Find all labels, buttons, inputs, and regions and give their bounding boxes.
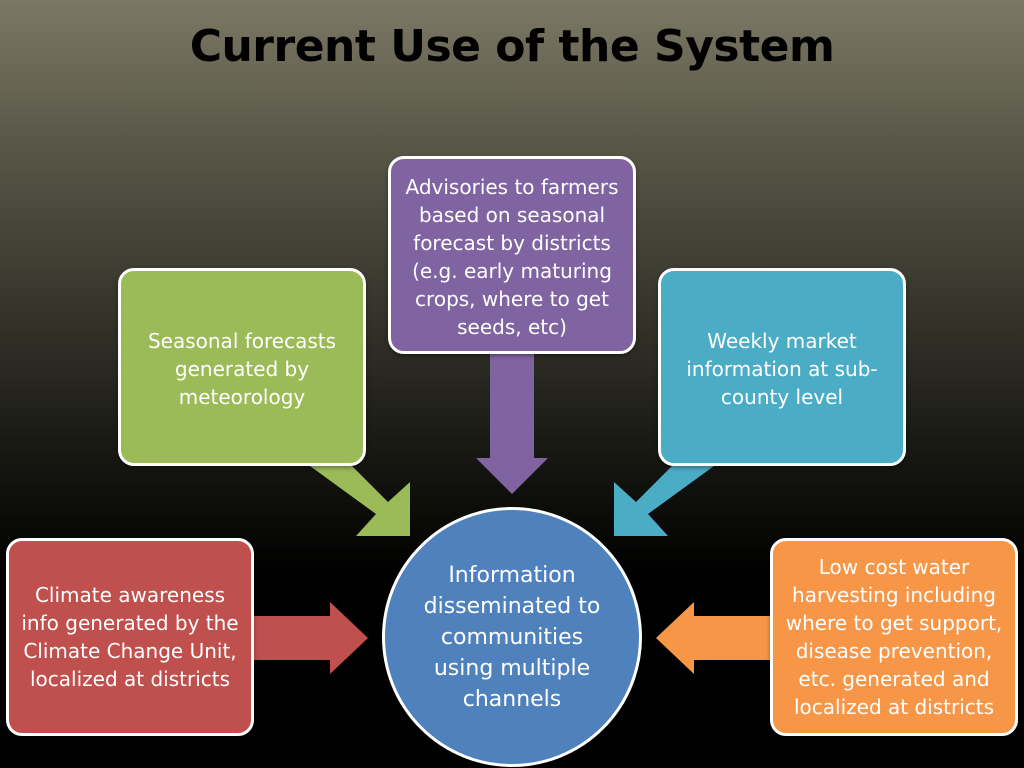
arrow-water-to-center [656,602,770,674]
box-advisories-to-farmers: Advisories to farmers based on seasonal … [388,156,636,354]
arrow-advisories-to-center [476,354,548,494]
box-water-harvesting: Low cost water harvesting including wher… [770,538,1018,736]
slide-title: Current Use of the System [189,21,835,72]
box-advisories-text: Advisories to farmers based on seasonal … [405,175,619,339]
box-climate-text: Climate awareness info generated by the … [21,583,239,691]
arrow-market-to-center [614,466,714,536]
box-market-text: Weekly market information at sub-county … [686,329,878,409]
box-weekly-market-information: Weekly market information at sub-county … [658,268,906,466]
box-climate-awareness: Climate awareness info generated by the … [6,538,254,736]
box-water-text: Low cost water harvesting including wher… [785,555,1003,719]
arrow-seasonal-to-center [310,466,410,536]
center-text: Information disseminated to communities … [423,562,601,712]
box-seasonal-forecasts: Seasonal forecasts generated by meteorol… [118,268,366,466]
arrow-climate-to-center [254,602,368,674]
box-seasonal-text: Seasonal forecasts generated by meteorol… [147,329,337,409]
center-information-circle: Information disseminated to communities … [382,507,642,767]
